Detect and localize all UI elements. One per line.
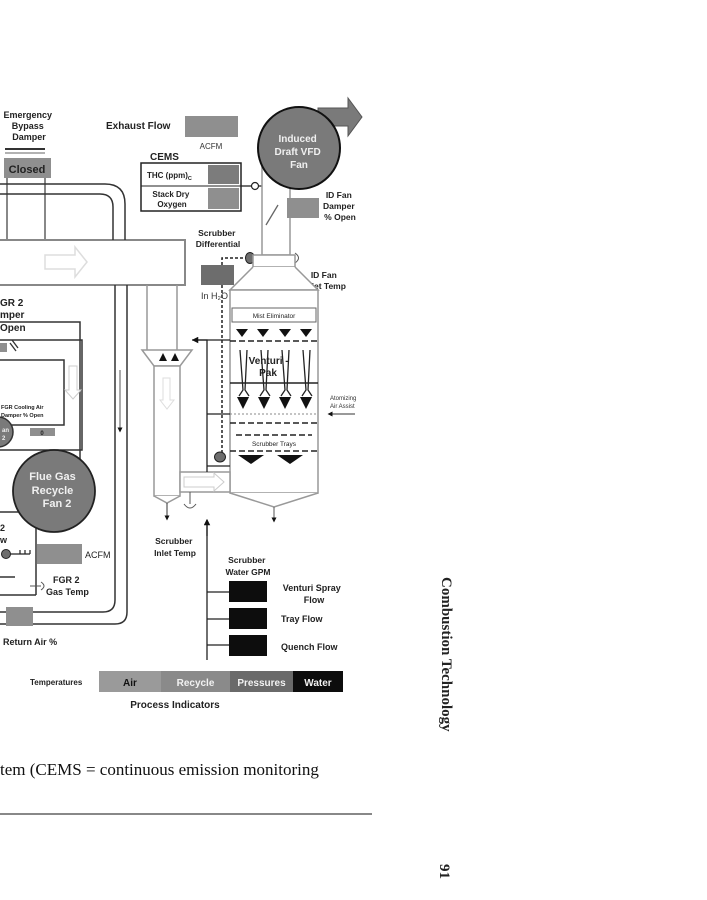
water-supply-lines: [192, 339, 230, 660]
cems-title: CEMS: [150, 152, 179, 163]
legend-swatch-recycle: [161, 671, 230, 692]
return-air-indicator: [6, 607, 33, 626]
transition-arrow-icon: [183, 471, 225, 493]
emergency-bypass-stack: Closed: [4, 148, 51, 241]
sample-probe-icon: [250, 181, 260, 191]
fgr-cooling-label: FGR Cooling Air Damper % Open: [1, 405, 45, 419]
id-fan-damper-label: ID Fan Damper % Open: [323, 190, 357, 222]
cems-panel: THC (ppm)C Stack Dry Oxygen: [140, 162, 242, 212]
scrubber-system-diagram: Closed Emergency Bypass Damper Return Ai…: [0, 96, 363, 711]
figure-caption: tem (CEMS = continuous emission monitori…: [0, 760, 319, 779]
process-indicators-legend: Temperatures Air Recycle Pressures Water Pr…: [30, 671, 343, 711]
venturi-spray-nozzles: [237, 397, 312, 409]
flow-sensor-icon: [1, 549, 11, 559]
scrubber-inlet-temp-label: Scrubber Inlet Temp: [154, 536, 196, 558]
legend-swatch-air: [99, 671, 161, 692]
legend-title: Process Indicators: [130, 700, 220, 711]
main-duct: [0, 239, 186, 286]
legend-label-air: Air: [123, 678, 137, 689]
fgr-flow-label: 2 w: [0, 523, 8, 545]
tray-flow-label: Tray Flow: [281, 614, 324, 624]
quench-flow-indicator: [229, 635, 267, 656]
return-air-label: Return Air %: [3, 637, 57, 647]
scrubber-water-gpm-label: Scrubber Water GPM: [225, 555, 270, 577]
atomizing-air-label: Atomizing Air Assist: [330, 396, 358, 410]
venturi-spray-flow-indicator: [229, 581, 267, 602]
pressure-tap-lower-icon: [214, 451, 226, 463]
stack-damper-icon: [265, 204, 279, 226]
venturi-tubes: [238, 349, 313, 397]
damper-status-indicator: [4, 158, 51, 178]
id-fan-inlet-temp-label: ID Fan Inlet Temp: [304, 270, 346, 291]
fgr2-damper-label: GR 2 mper Open: [0, 298, 27, 334]
running-head: Combustion Technology: [438, 577, 454, 732]
caption-rule: [0, 813, 372, 815]
quench-flow-label: Quench Flow: [281, 642, 339, 652]
mist-spray-nozzles: [236, 329, 312, 337]
id-fan-temp-sensor-icon: [294, 252, 299, 264]
exhaust-flow-indicator: [185, 116, 238, 137]
quench-vessel: [140, 285, 231, 521]
induced-draft-fan: [257, 106, 341, 190]
scrubber-trays-label: Scrubber Trays: [252, 441, 297, 448]
emergency-damper-label: Emergency Bypass Damper: [3, 110, 54, 142]
tray-flow-indicator: [229, 608, 267, 629]
fgr-flow-indicator: [37, 544, 82, 564]
temp-sensor-icon: [40, 581, 45, 591]
legend-label-recycle: Recycle: [177, 678, 215, 689]
fgr2-damper-indicator: [0, 343, 7, 352]
legend-label-pressures: Pressures: [237, 678, 286, 689]
oxygen-indicator: [208, 188, 239, 209]
legend-swatch-water: [293, 671, 343, 692]
id-fan-damper-indicator: [287, 198, 319, 218]
flow-arrow-icon: [44, 244, 88, 280]
small-fan-icon: [0, 416, 14, 448]
id-fan-label: Induced Draft VFD Fan: [275, 134, 324, 171]
quench-spray-nozzles: [238, 455, 303, 464]
scrubber-vessel: Mist Eliminator Venturi - Pak Scrubber T…: [228, 254, 320, 523]
page-number: 91: [436, 864, 452, 879]
scrubber-differential-indicator: [201, 265, 234, 285]
fgr-gas-temp-label: FGR 2 Gas Temp: [46, 575, 89, 597]
fgr-cooling-value: 0: [40, 431, 44, 437]
thc-label: THC (ppm)C: [147, 171, 192, 182]
venturi-spray-flow-label: Venturi Spray Flow: [283, 583, 344, 605]
venturi-pak-label: Venturi - Pak: [249, 356, 292, 379]
damper-status: Closed: [9, 164, 46, 176]
fgr-flow-unit: ACFM: [85, 550, 111, 560]
fgr-cooling-indicator: [30, 428, 55, 436]
flue-gas-recycle-fan: [12, 449, 96, 533]
return-duct-outer: [0, 285, 116, 613]
legend-temperatures-label: Temperatures: [30, 678, 83, 687]
exhaust-flow-unit: ACFM: [200, 142, 223, 151]
down-arrow-icon: [63, 365, 83, 400]
flue-gas-fan-label: Flue Gas Recycle Fan 2: [29, 471, 79, 510]
water-flow-indicators: [207, 581, 267, 656]
scrubber-differential-unit: In H₂O: [201, 291, 228, 301]
legend-label-water: Water: [304, 678, 332, 689]
scrubber-inlet-temp-sensor-icon: [183, 503, 197, 509]
oxygen-label: Stack Dry Oxygen: [152, 190, 191, 209]
mist-eliminator-label: Mist Eliminator: [253, 313, 296, 320]
scrubber-differential-label: Scrubber Differential: [196, 228, 240, 249]
small-fan-label: an 2: [2, 428, 11, 442]
exhaust-flow-label: Exhaust Flow: [106, 121, 171, 132]
quench-flow-arrow-icon: [158, 377, 176, 410]
legend-swatch-pressures: [230, 671, 293, 692]
thc-indicator: [208, 165, 239, 184]
